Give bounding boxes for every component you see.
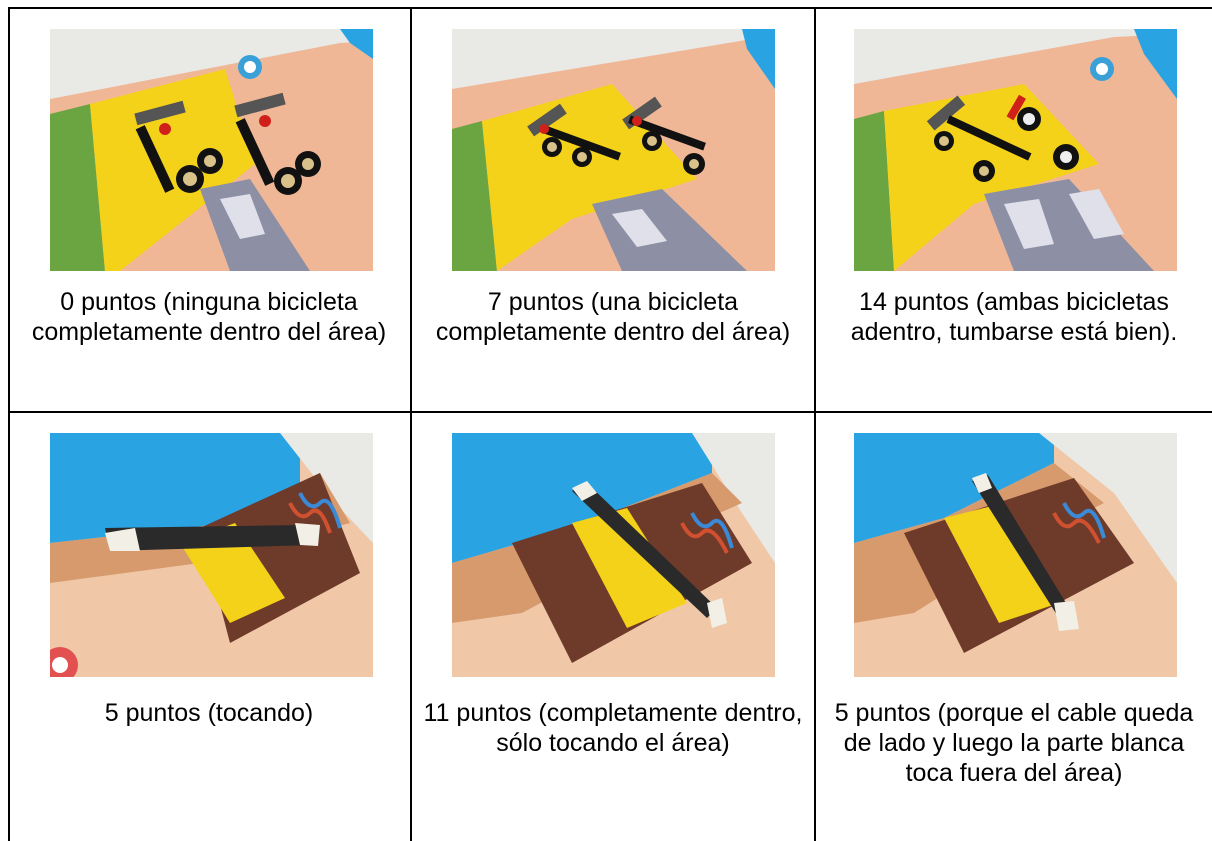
table-cell-3: 14 puntos (ambas bicicletas adentro, tum… bbox=[816, 7, 1212, 411]
table-column-divider-1 bbox=[410, 7, 412, 841]
cell-caption: 0 puntos (ninguna bicicleta completament… bbox=[31, 288, 387, 346]
table-cell-4: 5 puntos (tocando) bbox=[8, 413, 410, 841]
bikes-none-inside-photo bbox=[50, 29, 373, 271]
table-cell-5: 11 puntos (completamente dentro, sólo to… bbox=[412, 413, 814, 841]
scoring-table: 0 puntos (ninguna bicicleta completament… bbox=[8, 7, 1212, 841]
bikes-both-inside-photo bbox=[854, 29, 1177, 271]
cable-white-outside-photo bbox=[854, 433, 1177, 677]
cell-caption: 14 puntos (ambas bicicletas adentro, tum… bbox=[850, 288, 1178, 346]
cell-caption: 5 puntos (porque el cable queda de lado … bbox=[834, 699, 1194, 787]
cell-caption: 7 puntos (una bicicleta completamente de… bbox=[435, 288, 791, 346]
cable-touching-photo bbox=[50, 433, 373, 677]
table-cell-6: 5 puntos (porque el cable queda de lado … bbox=[816, 413, 1212, 841]
table-cell-2: 7 puntos (una bicicleta completamente de… bbox=[412, 7, 814, 411]
table-cell-1: 0 puntos (ninguna bicicleta completament… bbox=[8, 7, 410, 411]
cell-caption: 11 puntos (completamente dentro, sólo to… bbox=[423, 699, 803, 757]
table-border-top bbox=[8, 7, 1212, 9]
cable-fully-inside-photo bbox=[452, 433, 775, 677]
table-column-divider-2 bbox=[814, 7, 816, 841]
cell-caption: 5 puntos (tocando) bbox=[104, 699, 314, 727]
table-border-left bbox=[8, 7, 10, 841]
bikes-one-inside-photo bbox=[452, 29, 775, 271]
table-row-divider bbox=[8, 411, 1212, 413]
